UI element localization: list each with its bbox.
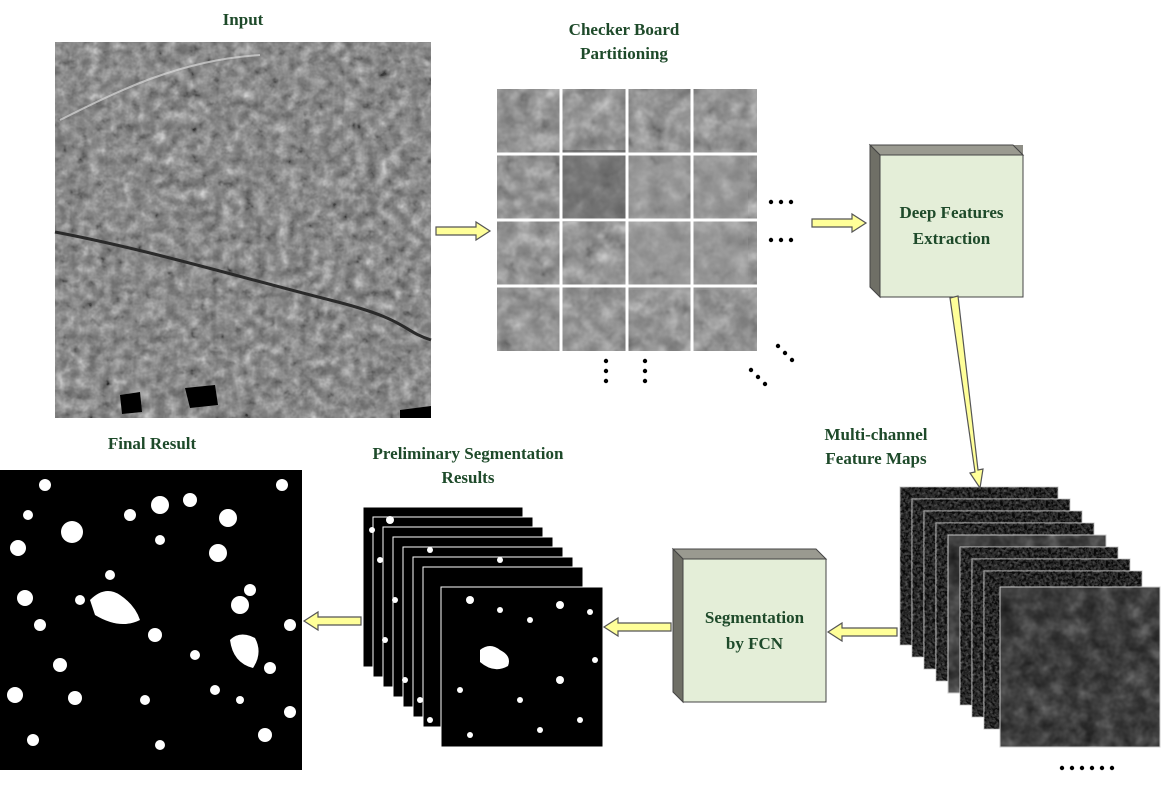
final-result-image — [0, 470, 302, 770]
right-arrow-icon — [811, 212, 868, 234]
preliminary-segmentation-stack — [362, 506, 604, 748]
input-label: Input — [222, 10, 264, 29]
final-result-label: Final Result — [107, 434, 197, 453]
left-arrow-icon — [302, 610, 362, 632]
multichannel-label-line1: Multi-channel — [824, 425, 928, 444]
preliminary-label: Preliminary Segmentation Results — [338, 442, 598, 490]
fcn-label-line2: by FCN — [725, 634, 784, 653]
down-arrow-icon — [949, 295, 984, 490]
input-image — [54, 42, 432, 418]
checker-board-label-line1: Checker Board — [568, 20, 680, 39]
right-arrow-icon — [435, 220, 492, 242]
checker-board-label-line2: Partitioning — [580, 44, 668, 63]
deep-features-label-line2: Extraction — [912, 229, 991, 248]
deep-features-box — [868, 143, 1025, 299]
fcn-label: Segmentation by FCN — [683, 605, 826, 657]
ellipsis-icon — [603, 199, 1115, 771]
preliminary-label-line2: Results — [441, 468, 495, 487]
fcn-label-line1: Segmentation — [704, 608, 805, 627]
left-arrow-icon — [826, 621, 898, 643]
fcn-box — [671, 547, 828, 704]
checker-board-label: Checker Board Partitioning — [524, 18, 724, 66]
feature-maps-stack — [899, 486, 1161, 748]
multichannel-label: Multi-channel Feature Maps — [806, 423, 946, 471]
deep-features-label: Deep Features Extraction — [880, 200, 1023, 252]
multichannel-label-line2: Feature Maps — [825, 449, 927, 468]
left-arrow-icon — [602, 616, 672, 638]
deep-features-label-line1: Deep Features — [899, 203, 1004, 222]
checker-board-image — [497, 89, 757, 351]
preliminary-label-line1: Preliminary Segmentation — [372, 444, 564, 463]
